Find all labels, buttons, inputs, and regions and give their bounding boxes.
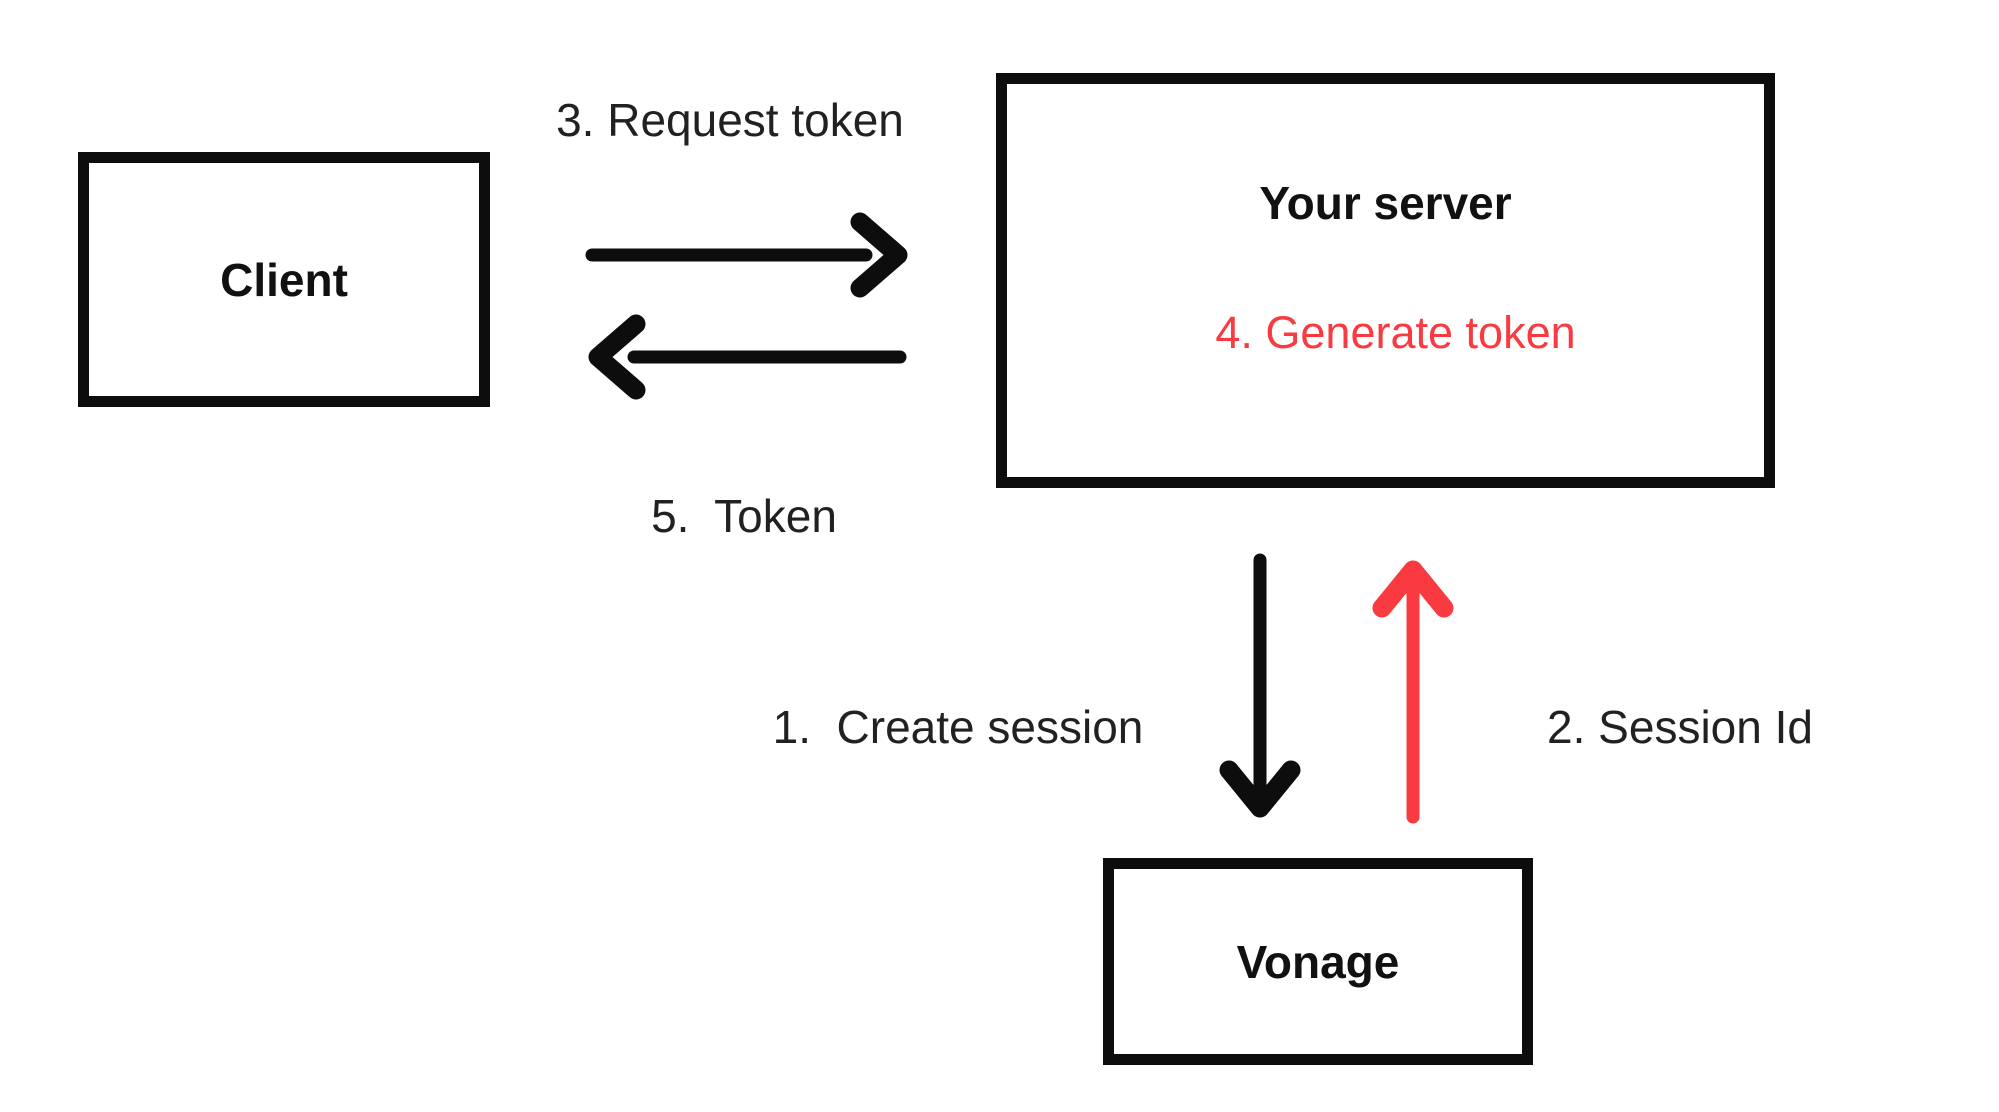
request-token-arrow [585, 212, 908, 298]
generate-token-node: 4. Generate token [1145, 258, 1646, 407]
server-node-label: Your server [1259, 177, 1512, 229]
step-5-token-label: 5. Token [651, 490, 837, 542]
vonage-node: Vonage [1103, 858, 1533, 1065]
create-session-arrow [1219, 553, 1301, 818]
step-1-create-session-label: 1. Create session [772, 701, 1144, 753]
vonage-node-label: Vonage [1236, 935, 1400, 988]
client-node: Client [78, 152, 490, 407]
token-return-arrow [588, 314, 907, 400]
step-2-session-id-label: 2. Session Id [1547, 701, 1813, 753]
server-node: Your server [996, 73, 1775, 488]
client-node-label: Client [220, 253, 348, 306]
session-id-arrow [1372, 560, 1454, 824]
generate-token-label: 4. Generate token [1215, 306, 1576, 358]
step-3-request-token-label: 3. Request token [556, 94, 904, 146]
